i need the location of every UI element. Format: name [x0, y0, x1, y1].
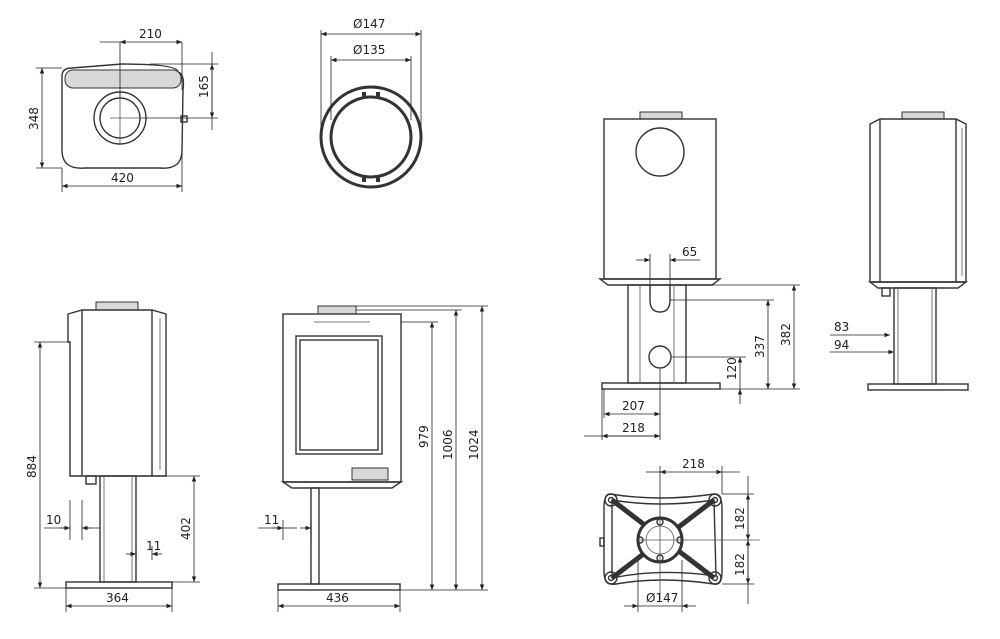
rear-view: 65 382 337 120 207 218	[584, 111, 800, 440]
dim-420: 420	[111, 171, 134, 185]
dim-10: 10	[46, 513, 61, 527]
dim-210: 210	[139, 27, 162, 41]
rear-air-inlet	[648, 345, 672, 369]
front-base	[277, 583, 401, 591]
top-grille	[64, 69, 182, 89]
right-flue-collar	[901, 111, 945, 120]
side-base	[65, 581, 173, 589]
dim-218-base: 218	[682, 457, 705, 471]
dim-207: 207	[622, 399, 645, 413]
front-flue-collar	[317, 305, 357, 315]
dim-d147-base: Ø147	[646, 591, 678, 605]
front-view: 11 436 979 1006 1024	[258, 305, 488, 612]
dim-182-lower: 182	[733, 553, 747, 576]
ring-outer	[319, 85, 423, 189]
dim-337: 337	[753, 335, 767, 358]
dim-979: 979	[417, 425, 431, 448]
right-side-view: 83 94	[830, 111, 969, 391]
dim-83: 83	[834, 320, 849, 334]
front-body	[282, 313, 402, 483]
dim-d147: Ø147	[353, 17, 385, 31]
rear-flue-collar	[639, 111, 683, 120]
top-side-knob	[180, 115, 188, 123]
front-pedestal	[310, 487, 320, 585]
side-flue-collar	[95, 301, 139, 311]
dim-120: 120	[725, 357, 739, 380]
dim-65: 65	[682, 245, 697, 259]
dim-1006: 1006	[441, 429, 455, 460]
dim-436: 436	[326, 591, 349, 605]
dim-1024: 1024	[467, 429, 481, 460]
dim-d135: Ø135	[353, 43, 385, 57]
flue-ring-view: Ø147 Ø135	[319, 17, 423, 189]
ring-inner	[329, 95, 413, 179]
dim-218-rear: 218	[622, 421, 645, 435]
dim-182-upper: 182	[733, 507, 747, 530]
side-view: 884 10 11 402 364	[25, 301, 200, 612]
rear-base	[601, 382, 721, 390]
top-view: 210 165 348 420	[27, 27, 218, 192]
dim-348: 348	[27, 107, 41, 130]
base-plate-view: 218 182 182 Ø147	[599, 457, 760, 612]
right-body	[869, 118, 967, 283]
rear-body	[603, 118, 717, 280]
rear-flue-opening	[635, 127, 685, 177]
dim-94: 94	[834, 338, 849, 352]
side-pedestal	[99, 475, 137, 583]
dim-364: 364	[106, 591, 129, 605]
dim-165: 165	[197, 75, 211, 98]
dim-382: 382	[779, 323, 793, 346]
right-base	[867, 383, 969, 391]
right-pedestal	[893, 287, 937, 385]
dim-11-side: 11	[146, 539, 161, 553]
dim-402: 402	[179, 517, 193, 540]
dim-884: 884	[25, 455, 39, 478]
front-door-glass	[295, 335, 383, 455]
dim-11-front: 11	[264, 513, 279, 527]
